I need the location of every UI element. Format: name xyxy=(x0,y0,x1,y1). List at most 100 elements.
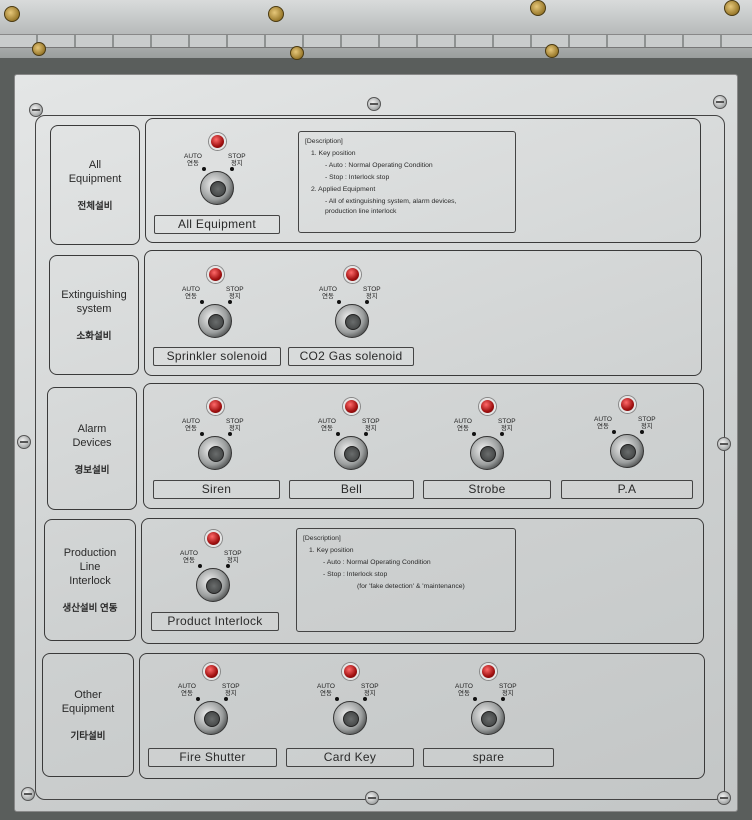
row-box-other-equipment xyxy=(139,653,705,779)
stop-label: STOP xyxy=(226,418,244,425)
description-line: [Description] xyxy=(305,138,343,145)
stop-position-dot xyxy=(363,697,367,701)
name-plate-strobe: Strobe xyxy=(423,480,551,499)
stop-position-dot xyxy=(500,432,504,436)
name-plate-spare: spare xyxy=(423,748,554,767)
indicator-lamp xyxy=(619,396,636,413)
auto-label-ko: 연동 xyxy=(186,160,199,167)
auto-position-dot xyxy=(335,697,339,701)
auto-label: AUTO xyxy=(454,418,472,425)
row-label-ko: 기타설비 xyxy=(70,731,106,742)
auto-label-ko: 연동 xyxy=(456,425,469,432)
panel-screw xyxy=(717,791,731,805)
name-plate-sprinkler: Sprinkler solenoid xyxy=(153,347,281,366)
key-cylinder-icon[interactable] xyxy=(610,434,644,468)
top-hinge-frame xyxy=(0,0,752,60)
auto-label-ko: 연동 xyxy=(320,425,333,432)
stop-position-dot xyxy=(228,432,232,436)
key-cylinder-icon[interactable] xyxy=(335,304,369,338)
panel-screw xyxy=(29,103,43,117)
stop-label-ko: 정지 xyxy=(640,423,653,430)
description-line: - Stop : Interlock stop xyxy=(325,174,390,181)
stop-label: STOP xyxy=(228,153,246,160)
row-label-en: Interlock xyxy=(69,575,111,587)
key-cylinder-icon[interactable] xyxy=(198,436,232,470)
auto-label: AUTO xyxy=(184,153,202,160)
brass-screw xyxy=(290,46,304,60)
name-plate-product-interlock: Product Interlock xyxy=(151,612,279,631)
stop-label-ko: 정지 xyxy=(364,425,377,432)
indicator-lamp xyxy=(479,398,496,415)
description-line: - Stop : Interlock stop xyxy=(323,571,388,578)
row-label-production-interlock: Production Line Interlock 생산설비 연동 xyxy=(44,519,136,641)
indicator-lamp xyxy=(207,398,224,415)
stop-position-dot xyxy=(640,430,644,434)
key-cylinder-icon[interactable] xyxy=(198,304,232,338)
row-box-production-interlock xyxy=(141,518,704,644)
row-label-ko: 생산설비 연동 xyxy=(62,603,118,614)
auto-position-dot xyxy=(337,300,341,304)
description-line: (for 'fake detection' & 'maintenance) xyxy=(357,583,465,590)
auto-label-ko: 연동 xyxy=(319,690,332,697)
description-line: 1. Key position xyxy=(311,150,356,157)
key-cylinder-icon[interactable] xyxy=(471,701,505,735)
key-cylinder-icon[interactable] xyxy=(333,701,367,735)
description-line: [Description] xyxy=(303,535,341,542)
row-box-extinguishing xyxy=(144,250,702,376)
stop-label: STOP xyxy=(498,418,516,425)
row-label-alarm: Alarm Devices 경보설비 xyxy=(47,387,137,510)
stop-position-dot xyxy=(226,564,230,568)
key-cylinder-icon[interactable] xyxy=(200,171,234,205)
auto-position-dot xyxy=(472,432,476,436)
key-cylinder-icon[interactable] xyxy=(334,436,368,470)
indicator-lamp xyxy=(203,663,220,680)
row-label-extinguishing: Extinguishing system 소화설비 xyxy=(49,255,139,375)
auto-position-dot xyxy=(612,430,616,434)
indicator-lamp xyxy=(207,266,224,283)
brass-screw xyxy=(724,0,740,16)
description-line: - Auto : Normal Operating Condition xyxy=(323,559,431,566)
name-plate-card-key: Card Key xyxy=(286,748,414,767)
row-box-all-equipment xyxy=(145,118,701,243)
row-label-ko: 전체설비 xyxy=(77,201,113,212)
row-label-en: Other xyxy=(74,689,102,701)
auto-position-dot xyxy=(200,432,204,436)
stop-label: STOP xyxy=(499,683,517,690)
key-cylinder-icon[interactable] xyxy=(470,436,504,470)
stop-label-ko: 정지 xyxy=(363,690,376,697)
row-label-en: Equipment xyxy=(68,173,122,185)
key-cylinder-icon[interactable] xyxy=(196,568,230,602)
indicator-lamp xyxy=(480,663,497,680)
description-line: - Auto : Normal Operating Condition xyxy=(325,162,433,169)
stop-label-ko: 정지 xyxy=(228,293,241,300)
name-plate-bell: Bell xyxy=(289,480,414,499)
auto-position-dot xyxy=(196,697,200,701)
row-label-all-equipment: All Equipment 전체설비 xyxy=(50,125,140,245)
auto-label-ko: 연동 xyxy=(182,557,195,564)
key-cylinder-icon[interactable] xyxy=(194,701,228,735)
auto-position-dot xyxy=(202,167,206,171)
auto-label: AUTO xyxy=(319,286,337,293)
auto-position-dot xyxy=(336,432,340,436)
auto-label: AUTO xyxy=(594,416,612,423)
brass-screw xyxy=(268,6,284,22)
stop-label: STOP xyxy=(222,683,240,690)
auto-position-dot xyxy=(200,300,204,304)
indicator-lamp xyxy=(344,266,361,283)
row-label-ko: 경보설비 xyxy=(74,464,110,476)
stop-label-ko: 정지 xyxy=(500,425,513,432)
panel-screw xyxy=(17,435,31,449)
stop-label: STOP xyxy=(363,286,381,293)
name-plate-pa: P.A xyxy=(561,480,693,499)
